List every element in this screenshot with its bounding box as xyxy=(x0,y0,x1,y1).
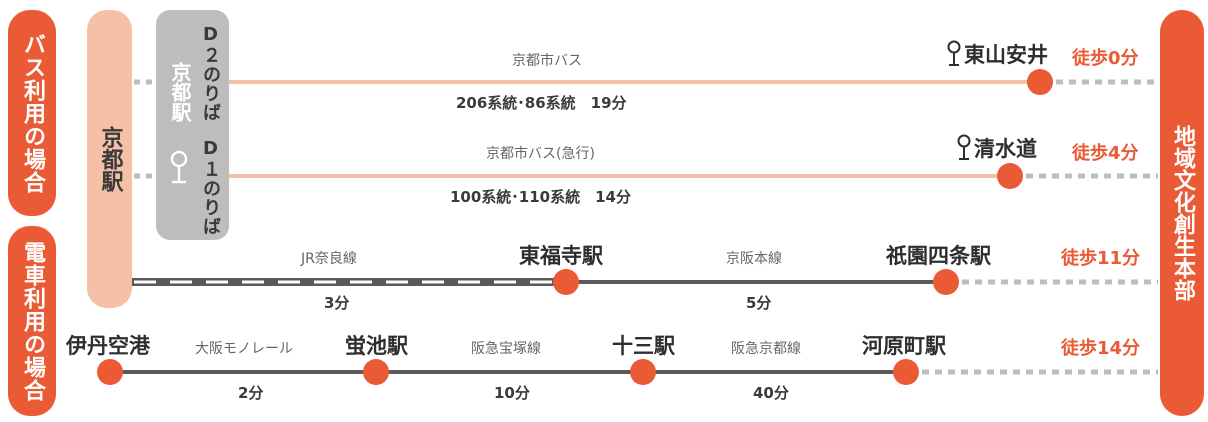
platform-d2-label: D２のりば xyxy=(200,24,221,122)
keihan-time: 5分 xyxy=(746,294,772,312)
stop-kiyomizu-michi: 清水道 xyxy=(974,137,1037,161)
station-juso: 十三駅 xyxy=(612,334,675,358)
platform-d1-label: D１のりば xyxy=(200,138,221,236)
station-tofukuji: 東福寺駅 xyxy=(519,244,603,268)
keihan-line-label: 京阪本線 xyxy=(726,251,782,267)
bus-stop-pin-icon xyxy=(947,40,961,66)
station-dot xyxy=(630,359,656,385)
bus-line-2-label: 京都市バス(急行) xyxy=(486,146,595,162)
station-kawaramachi: 河原町駅 xyxy=(862,334,946,358)
station-dot xyxy=(97,359,123,385)
walk-time-2: 徒歩4分 xyxy=(1072,143,1139,164)
station-dot xyxy=(1027,69,1053,95)
kyoto-line-time: 40分 xyxy=(753,384,789,402)
train-route-label: 電車利用の場合 xyxy=(8,226,56,416)
bus-stop-pin-icon xyxy=(957,134,971,160)
kyoto-line-label: 阪急京都線 xyxy=(731,341,801,357)
walk-time-4: 徒歩14分 xyxy=(1061,338,1141,359)
jr-time: 3分 xyxy=(324,294,350,312)
station-hotarugaike: 蛍池駅 xyxy=(345,334,408,358)
bus-stop-block: D２のりば 京都駅 D１のりば xyxy=(156,10,229,240)
station-dot xyxy=(997,163,1023,189)
bus-line-1-label: 京都市バス xyxy=(512,53,582,69)
kyoto-station-block: 京都駅 xyxy=(87,10,132,308)
bus-stop-pin-icon xyxy=(170,150,188,184)
jr-line-label: JR奈良線 xyxy=(301,251,357,267)
station-dot xyxy=(363,359,389,385)
monorail-line-label: 大阪モノレール xyxy=(195,341,293,357)
destination-label: 地域文化創生本部 xyxy=(1160,10,1204,416)
station-itami-airport: 伊丹空港 xyxy=(66,334,150,358)
bus-line-2-detail: 100系統･110系統 14分 xyxy=(450,188,631,206)
stop-higashiyama-yasui: 東山安井 xyxy=(964,43,1048,67)
kyoto-station-label: 京都駅 xyxy=(97,126,123,192)
station-dot xyxy=(933,269,959,295)
takarazuka-line-label: 阪急宝塚線 xyxy=(471,341,541,357)
bus-stop-name: 京都駅 xyxy=(168,62,192,122)
station-gion-shijo: 祇園四条駅 xyxy=(886,244,991,268)
station-dot xyxy=(893,359,919,385)
station-dot xyxy=(553,269,579,295)
bus-route-label: バス利用の場合 xyxy=(8,10,56,216)
walk-time-3: 徒歩11分 xyxy=(1061,248,1141,269)
takarazuka-time: 10分 xyxy=(494,384,530,402)
monorail-time: 2分 xyxy=(238,384,264,402)
walk-time-1: 徒歩0分 xyxy=(1072,48,1139,69)
bus-line-1-detail: 206系統･86系統 19分 xyxy=(456,94,627,112)
